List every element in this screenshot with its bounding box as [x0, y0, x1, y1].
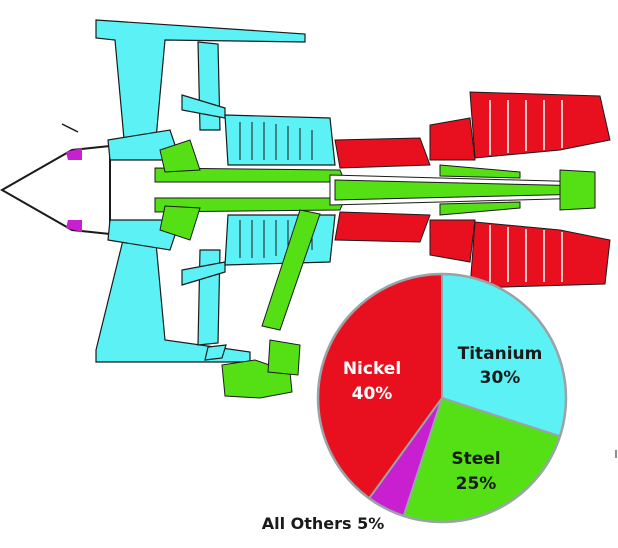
hot-section-nickel [334, 91, 611, 289]
engine-cross-section [0, 19, 617, 458]
slice-label-steel: Steel [451, 449, 500, 469]
shafts-steel [154, 139, 596, 399]
slice-value-titanium: 30% [480, 368, 521, 388]
slice-value-nickel: 40% [352, 384, 393, 404]
fan-section-titanium [95, 19, 336, 363]
nose-tip-magenta-bottom [66, 220, 82, 232]
nose-cone [0, 144, 111, 236]
pie-outline [316, 272, 568, 524]
slice-value-steel: 25% [456, 474, 497, 494]
nose-tip-magenta-top [66, 148, 82, 160]
slice-caption-all-others: All Others 5% [262, 514, 385, 533]
material-pie-chart [316, 272, 568, 524]
turbine-stages [489, 100, 563, 282]
slice-label-titanium: Titanium [458, 344, 543, 364]
slice-label-nickel: Nickel [343, 359, 401, 379]
